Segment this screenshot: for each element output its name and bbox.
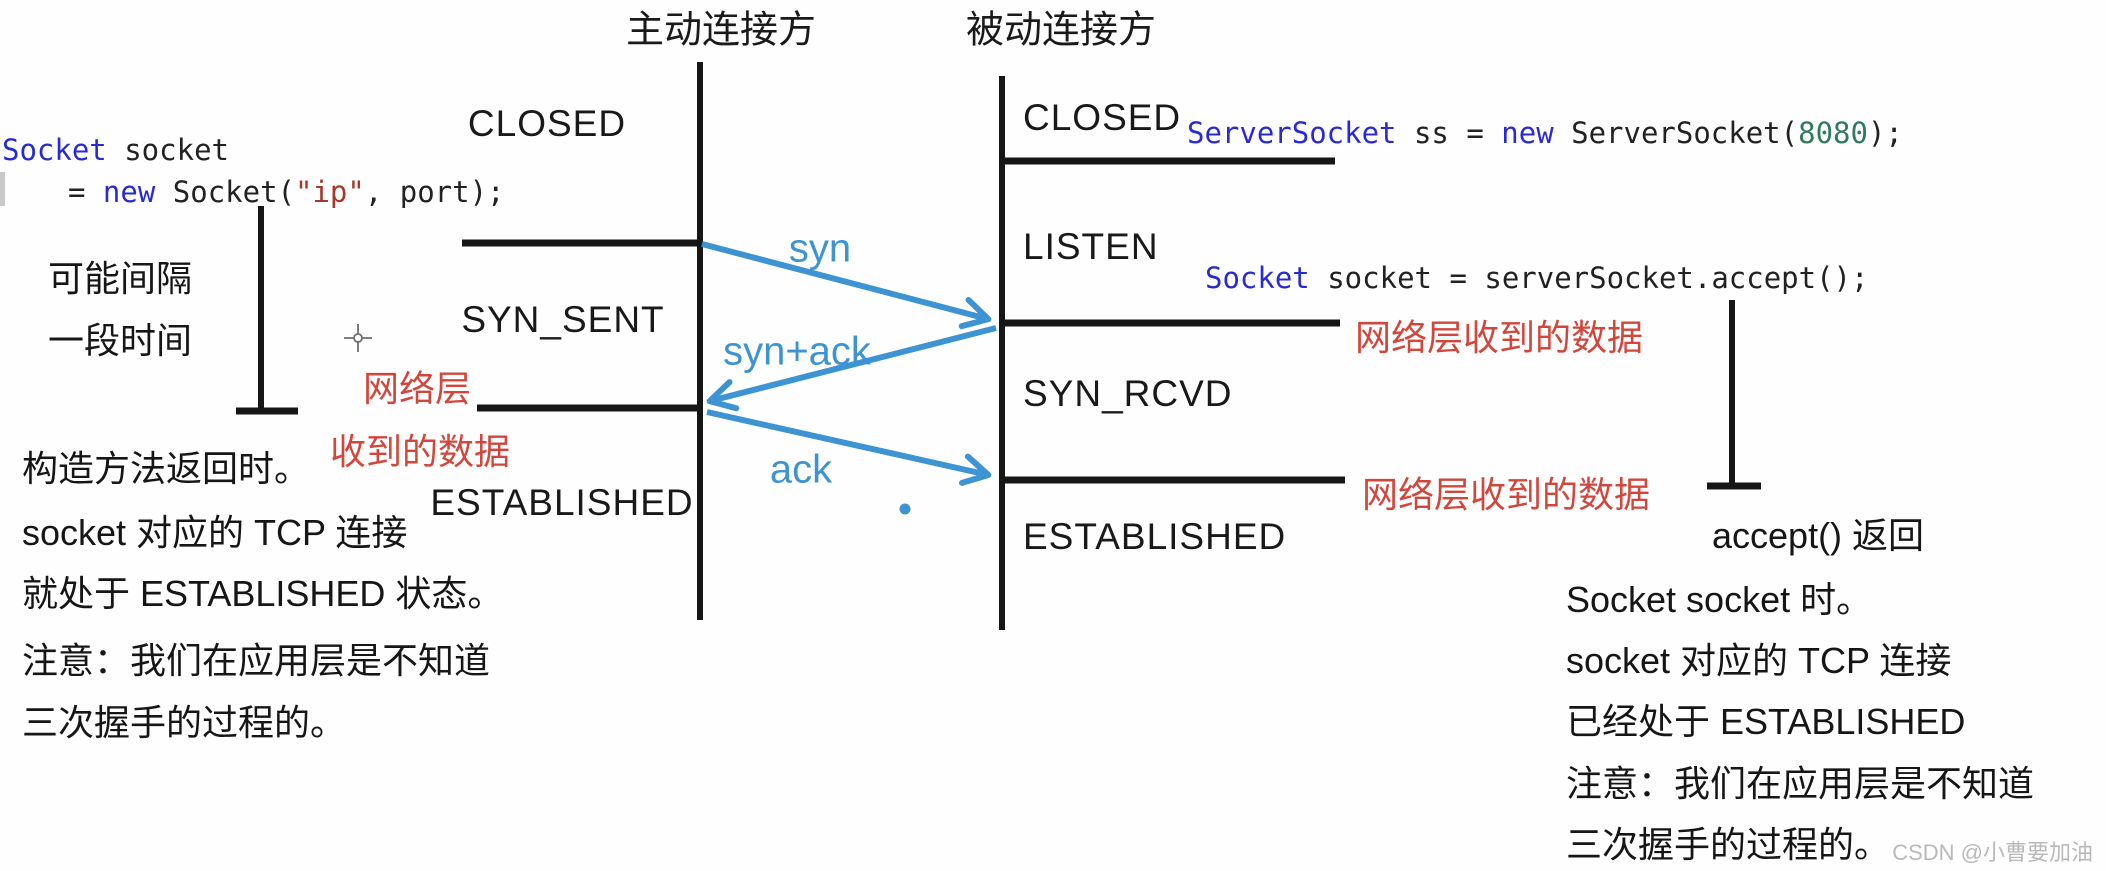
client-network-layer-label: 网络层	[362, 368, 472, 409]
server-code-line-2: Socket socket = serverSocket.accept();	[1205, 261, 1869, 295]
server-code-new-keyword: new	[1501, 116, 1554, 150]
interval-note-line-1: 可能间隔	[47, 258, 193, 299]
server-note-line-3: socket 对应的 TCP 连接	[1566, 640, 1952, 681]
client-note-line-5: 三次握手的过程的。	[22, 702, 347, 743]
client-note-line-4: 注意：我们在应用层是不知道	[22, 640, 491, 681]
server-column-title: 被动连接方	[965, 9, 1157, 52]
client-received-data-label: 收到的数据	[329, 431, 511, 472]
client-code-ip-string: "ip"	[295, 175, 365, 209]
server-note-line-1: accept() 返回	[1712, 515, 1925, 556]
client-code-line-1: Socket socket	[2, 133, 229, 167]
client-state-syn-sent: SYN_SENT	[461, 299, 665, 340]
server-code-port-number: 8080	[1798, 116, 1868, 150]
client-state-established: ESTABLISHED	[430, 482, 694, 523]
client-state-closed: CLOSED	[467, 103, 627, 144]
client-column-title: 主动连接方	[625, 9, 817, 52]
server-code-line-1: ServerSocket ss = new ServerSocket(8080)…	[1187, 116, 1903, 150]
syn-label: syn	[788, 226, 852, 271]
client-note-line-3: 就处于 ESTABLISHED 状态。	[22, 573, 504, 614]
syn-ack-arrow	[706, 325, 997, 412]
client-note-line-2: socket 对应的 TCP 连接	[22, 512, 408, 553]
server-note-line-2: Socket socket 时。	[1566, 579, 1873, 620]
server-state-listen: LISTEN	[1023, 226, 1159, 267]
syn-ack-label: syn+ack	[723, 329, 871, 374]
interval-note-line-2: 一段时间	[47, 320, 193, 361]
server-note-line-5: 注意：我们在应用层是不知道	[1566, 763, 2035, 804]
left-edge-artifact	[0, 172, 5, 206]
server-network-data-label-1: 网络层收到的数据	[1355, 317, 1644, 358]
server-state-established: ESTABLISHED	[1023, 516, 1287, 557]
server-state-closed: CLOSED	[1023, 97, 1182, 138]
server-network-data-label-2: 网络层收到的数据	[1362, 474, 1651, 515]
server-code-socket-keyword: Socket	[1205, 261, 1310, 295]
crosshair-cursor-icon[interactable]	[344, 324, 372, 352]
server-note-line-6: 三次握手的过程的。	[1566, 824, 1891, 865]
ack-label: ack	[769, 447, 833, 492]
server-code-serversocket-keyword: ServerSocket	[1187, 116, 1397, 150]
client-code-keyword: Socket	[2, 133, 107, 167]
server-note-line-4: 已经处于 ESTABLISHED	[1566, 701, 1966, 742]
client-note-line-1: 构造方法返回时。	[22, 448, 311, 489]
syn-arrow	[701, 241, 992, 330]
client-code-new-keyword: new	[102, 175, 156, 209]
csdn-watermark: CSDN @小曹要加油	[1892, 840, 2093, 865]
server-state-syn-rcvd: SYN_RCVD	[1023, 373, 1233, 414]
pen-dot	[899, 503, 911, 515]
client-code-line-2: = new Socket("ip", port);	[68, 175, 505, 209]
ack-arrow	[706, 409, 992, 486]
